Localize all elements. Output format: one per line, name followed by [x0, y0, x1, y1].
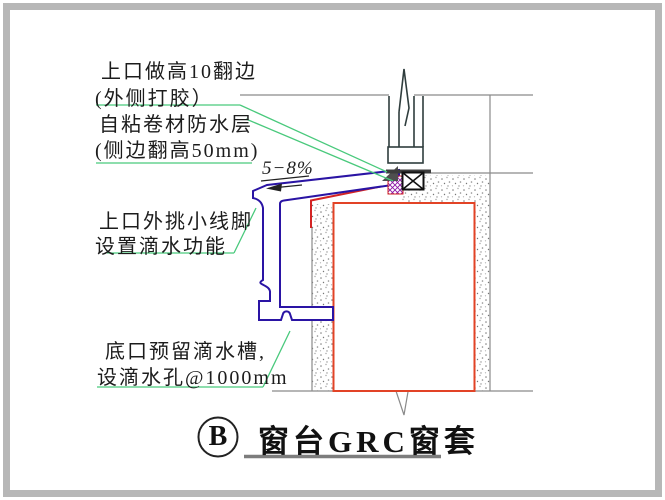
callout-molding-line2: 设置滴水功能 — [95, 236, 227, 258]
plaster-right-zone — [402, 175, 490, 391]
callout-drip-groove-line1: 底口预留滴水槽, — [105, 341, 266, 363]
callout-membrane-line1: 自粘卷材防水层 — [99, 114, 253, 136]
detail-bubble-letter: B — [208, 421, 228, 452]
detail-bubble-circle — [197, 416, 239, 458]
callout-drip-groove-line2: 设滴水孔@1000mm — [97, 367, 289, 389]
callout-leader-lines — [96, 104, 394, 388]
grc-profile — [252, 168, 400, 321]
wall-block-bg — [333, 203, 475, 391]
frame-break-symbol — [398, 68, 410, 127]
wall-block-hatch — [332, 202, 476, 392]
window-frame-section — [387, 68, 424, 164]
drawing-title: 窗台GRC窗套 — [258, 424, 479, 459]
plaster-left-band — [312, 204, 333, 391]
blocking-x-box — [401, 171, 425, 191]
callout-molding-line1: 上口外挑小线脚 — [99, 211, 253, 233]
slope-arrow — [260, 175, 310, 192]
callout-top-flange-line2: (外侧打胶） — [95, 88, 214, 110]
callout-top-flange-line1: 上口做高10翻边 — [101, 61, 257, 83]
callout-membrane-line2: (侧边翻高50mm) — [95, 140, 260, 162]
slope-label: 5−8% — [262, 158, 314, 179]
